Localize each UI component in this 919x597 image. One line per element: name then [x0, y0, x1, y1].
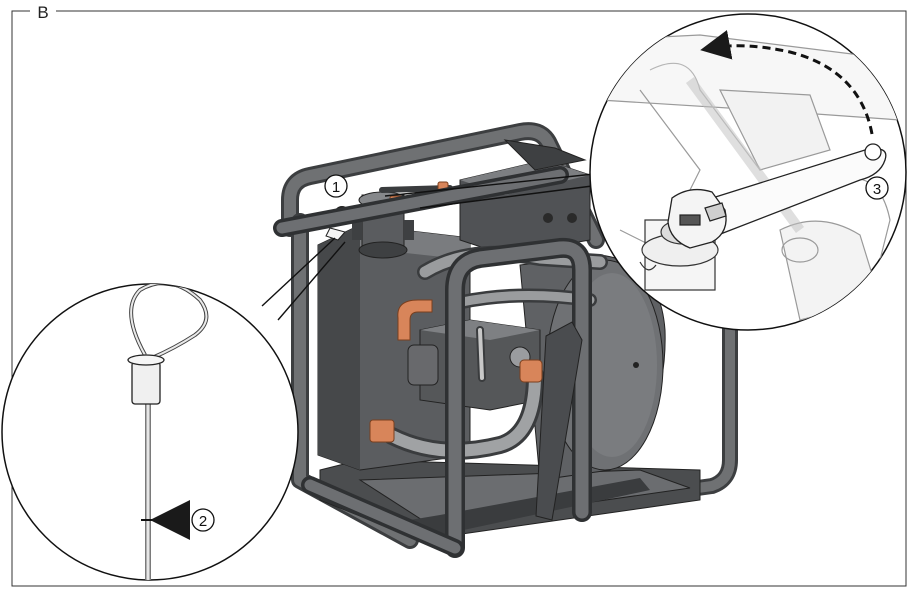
callout-1: 1: [324, 174, 348, 198]
figure-frame: [11, 10, 907, 587]
callout-2: 2: [191, 508, 215, 532]
panel-label: B: [37, 3, 48, 22]
front-frame: [273, 166, 592, 558]
pump-assembly: [273, 122, 738, 558]
wrench-detail: [589, 13, 907, 331]
leader-lines: [261, 173, 601, 321]
dipstick-detail: [1, 283, 299, 581]
curved-dashed-arrow-icon: [700, 30, 874, 135]
callout-1-label: 1: [332, 179, 340, 196]
callout-3-label: 3: [873, 181, 881, 198]
callout-2-label: 2: [199, 513, 207, 530]
mounting-bracket: [535, 321, 583, 521]
callout-3: 3: [865, 176, 889, 200]
